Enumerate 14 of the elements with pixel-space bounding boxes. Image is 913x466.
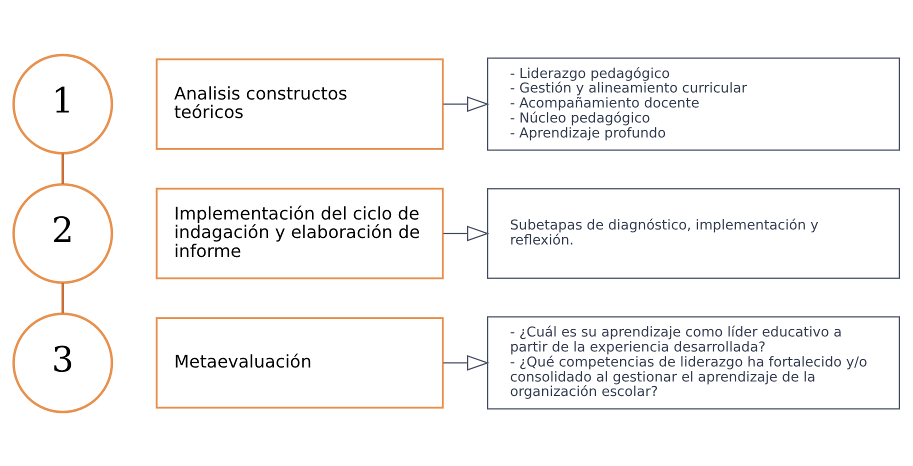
node-box: Analisis constructos teóricos xyxy=(156,58,444,150)
connector xyxy=(62,152,64,184)
node-box: Metaevaluación xyxy=(156,316,444,408)
node-box: Implementación del ciclo de indagación y elaboración de informe xyxy=(156,187,444,279)
arrow xyxy=(443,354,490,370)
node-circle: 1 xyxy=(12,53,114,154)
node-box: - ¿Cuál es su aprendizaje como líder educativo a partir de la experiencia desarrollada? - ¿Qué competencias de liderazgo ha fortalecido y/o consolidado al gestionar el aprendizaje de la organización escolar? xyxy=(486,316,900,410)
arrow xyxy=(443,96,490,112)
node-circle: 2 xyxy=(12,182,114,284)
node-circle: 3 xyxy=(12,312,114,413)
connector xyxy=(62,282,64,313)
node-box: - Liderazgo pedagógico - Gestión y alineamiento curricular - Acompañamiento docente - Núcleo pedagógico - Aprendizaje profundo xyxy=(486,56,900,150)
arrow xyxy=(443,225,490,241)
node-box: Subetapas de diagnóstico, implementación y reflexión. xyxy=(486,188,900,278)
